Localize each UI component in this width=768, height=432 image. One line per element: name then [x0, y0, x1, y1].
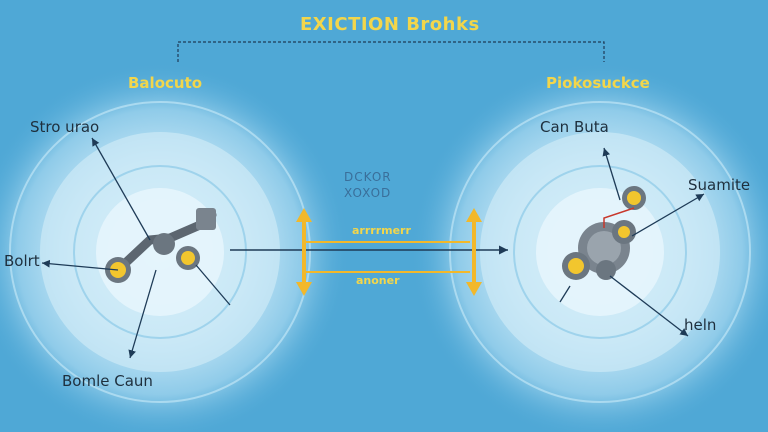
title-bracket	[177, 41, 605, 62]
right-heading: Piokosuckce	[546, 74, 650, 92]
center-label-line1: DCKOR	[344, 170, 392, 184]
left-label-top: Stro urao	[30, 118, 100, 136]
diagram-title: EXICTION Brohks	[300, 14, 480, 35]
gear-cluster-right-icon	[562, 186, 646, 280]
central-connector	[230, 208, 508, 296]
left-pointer-arrows	[41, 137, 231, 359]
left-heading: Balocuto	[128, 74, 203, 92]
upper-arrow-label: arrrrmerr	[352, 224, 411, 237]
center-label-line2: XOXOD	[344, 186, 392, 200]
left-label-bottom: Bomle Caun	[62, 372, 153, 390]
right-label-top: Can Buta	[540, 118, 609, 136]
right-label-bottom: heln	[684, 316, 717, 334]
lower-arrow-label: anoner	[356, 274, 400, 287]
left-label-left: Bolrt	[4, 252, 40, 270]
right-label-right: Suamite	[688, 176, 751, 194]
right-pointer-arrows	[559, 147, 705, 337]
